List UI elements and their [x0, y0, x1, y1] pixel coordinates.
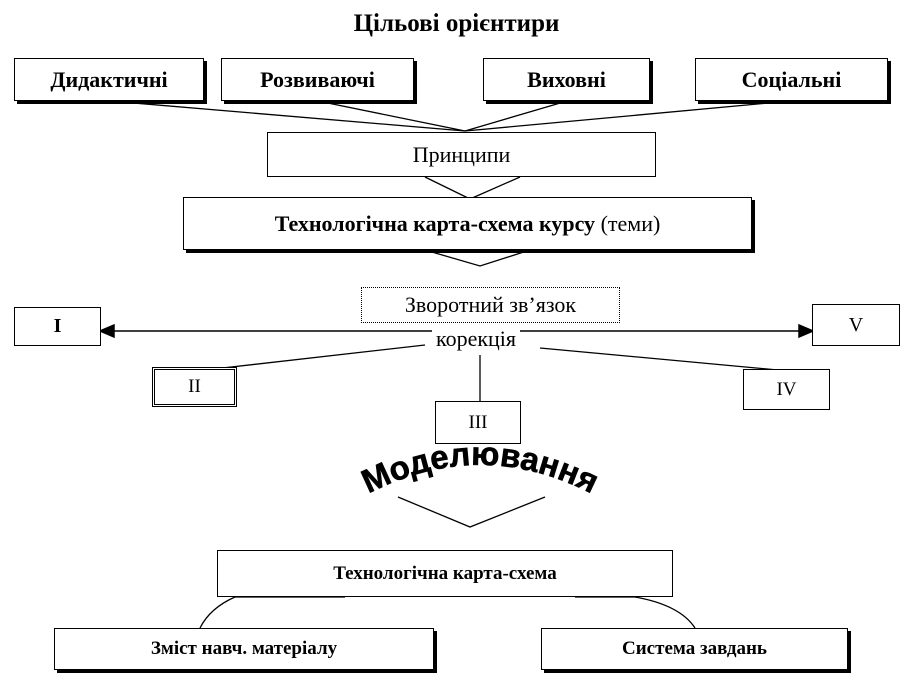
- stage-v-label: V: [849, 314, 863, 337]
- goal-educational-box: Виховні: [483, 58, 650, 101]
- stage-iii-box: III: [435, 401, 521, 444]
- correction-label: корекція: [432, 326, 520, 352]
- principles-label: Принципи: [413, 142, 511, 168]
- course-map-box: Технологічна карта-схема курсу (теми): [183, 197, 752, 250]
- feedback-box: Зворотний зв’язок: [361, 287, 620, 323]
- stage-iv-label: IV: [776, 379, 796, 401]
- goal-social-box: Соціальні: [695, 58, 888, 101]
- content-label: Зміст навч. матеріалу: [151, 638, 337, 660]
- course-map-label: Технологічна карта-схема курсу (теми): [275, 211, 661, 237]
- stage-v-box: V: [812, 304, 900, 346]
- modeling-label: Моделювання: [356, 445, 605, 500]
- stage-ii-label: II: [188, 376, 201, 398]
- stage-i-label: I: [54, 315, 62, 338]
- goal-didactic-box: Дидактичні: [14, 58, 204, 101]
- stage-iii-label: III: [469, 412, 488, 434]
- page-title: Цільові орієнтири: [0, 10, 913, 38]
- tech-map-label: Технологічна карта-схема: [333, 563, 557, 585]
- goal-social-label: Соціальні: [742, 67, 842, 93]
- modeling-wordart-svg: Моделювання: [300, 445, 660, 505]
- stage-iv-box: IV: [743, 369, 830, 410]
- stage-ii-box: II: [152, 367, 237, 407]
- tasks-box: Система завдань: [541, 628, 848, 670]
- tasks-label: Система завдань: [622, 638, 767, 660]
- goal-developmental-box: Розвиваючі: [221, 58, 414, 101]
- stage-i-box: I: [14, 307, 101, 346]
- svg-text:Моделювання: Моделювання: [356, 445, 605, 500]
- goal-didactic-label: Дидактичні: [50, 67, 167, 93]
- goal-developmental-label: Розвиваючі: [260, 67, 375, 93]
- content-box: Зміст навч. матеріалу: [54, 628, 434, 670]
- course-map-plain-text: (теми): [601, 211, 661, 236]
- feedback-label: Зворотний зв’язок: [405, 292, 576, 318]
- goal-educational-label: Виховні: [527, 67, 606, 93]
- tech-map-box: Технологічна карта-схема: [217, 550, 673, 597]
- modeling-wordart: Моделювання: [300, 445, 660, 505]
- principles-box: Принципи: [267, 132, 656, 177]
- course-map-bold-text: Технологічна карта-схема курсу: [275, 211, 595, 236]
